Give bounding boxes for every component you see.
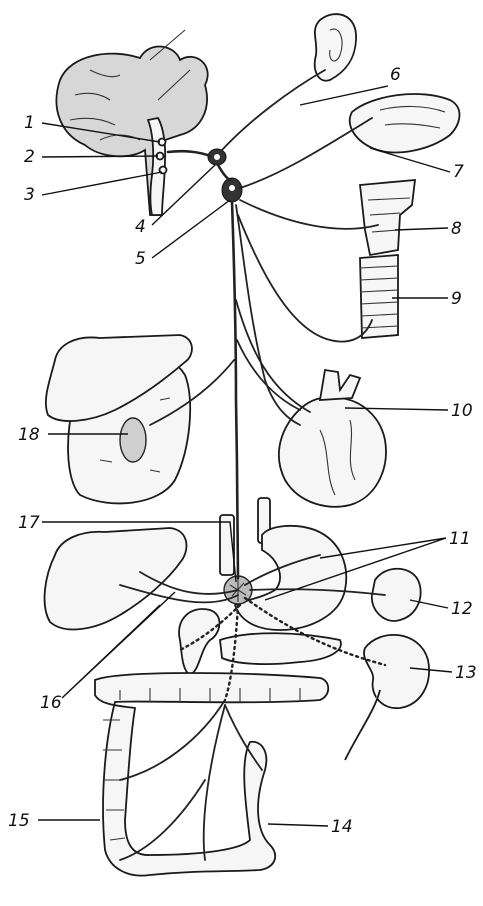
label-5: 5 [135, 249, 146, 269]
label-2: 2 [24, 147, 35, 167]
label-4: 4 [135, 217, 146, 237]
leader-14 [268, 824, 328, 826]
label-12: 12 [451, 599, 473, 619]
liver-lobe [45, 528, 187, 629]
leader-5 [152, 200, 230, 258]
ear [315, 14, 356, 81]
label-16: 16 [40, 693, 62, 713]
heart [279, 370, 386, 507]
label-18: 18 [18, 425, 40, 445]
large-intestine [95, 673, 328, 876]
label-6: 6 [390, 65, 401, 85]
label-1: 1 [24, 113, 35, 133]
larynx [360, 180, 415, 255]
label-14: 14 [331, 817, 353, 837]
label-9: 9 [451, 289, 462, 309]
label-17: 17 [18, 513, 40, 533]
leader-2 [42, 156, 158, 157]
trachea [360, 255, 398, 338]
label-8: 8 [451, 219, 462, 239]
leader-3 [42, 172, 162, 195]
inferior-ganglion [222, 178, 242, 202]
label-10: 10 [451, 401, 473, 421]
label-11: 11 [449, 529, 471, 549]
tongue [350, 94, 460, 152]
label-15: 15 [8, 811, 30, 831]
pancreas [220, 633, 341, 664]
duodenum [179, 609, 219, 675]
kidney [345, 635, 429, 760]
label-13: 13 [455, 663, 477, 683]
label-7: 7 [453, 162, 464, 182]
label-3: 3 [24, 185, 35, 205]
leader-8 [395, 228, 448, 230]
